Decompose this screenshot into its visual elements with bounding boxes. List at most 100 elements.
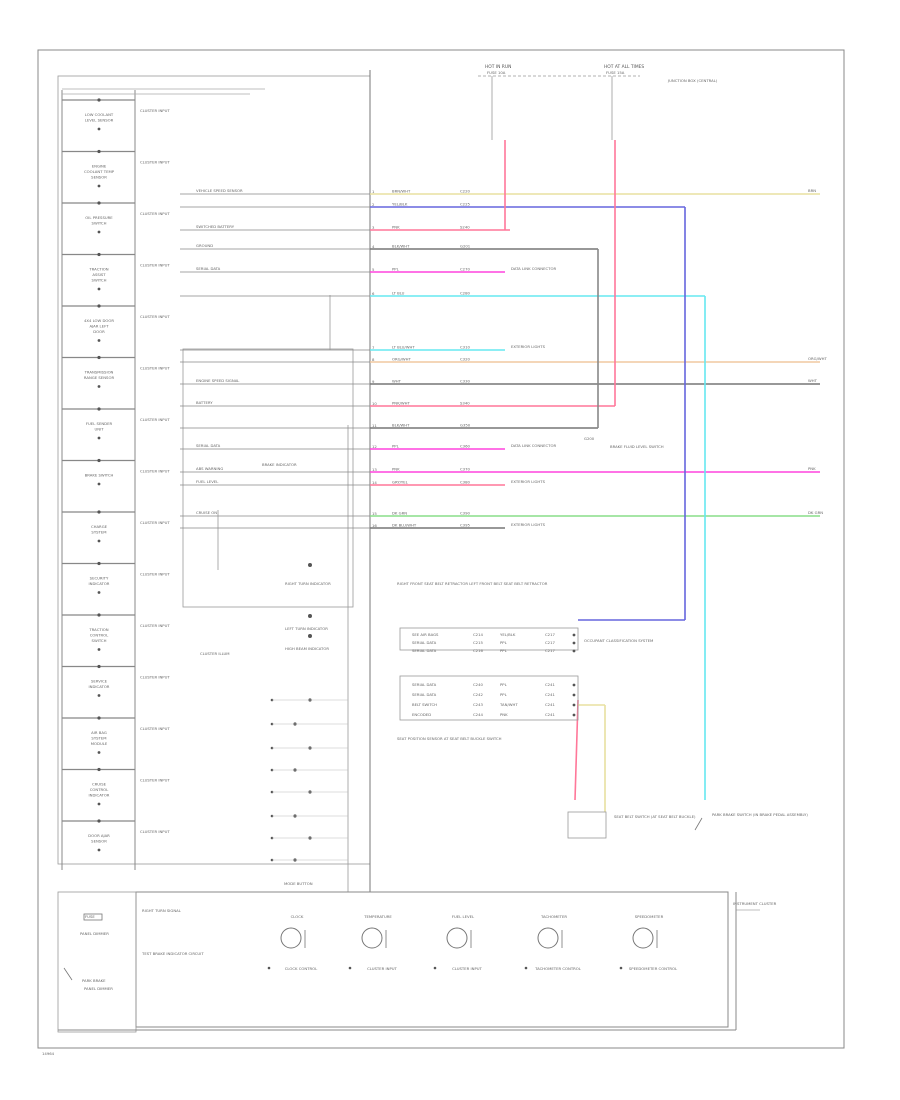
wire-color: PNK bbox=[392, 467, 400, 472]
pin-number: 8 bbox=[372, 357, 375, 362]
module-name: SWITCH bbox=[92, 638, 107, 643]
module-name: INDICATOR bbox=[89, 793, 110, 798]
gauge-dial-icon bbox=[632, 927, 654, 949]
right-turn-label: RIGHT TURN INDICATOR bbox=[285, 581, 331, 586]
gauge-dial-icon bbox=[537, 927, 559, 949]
module-name: INDICATOR bbox=[89, 684, 110, 689]
splice-dot bbox=[97, 458, 101, 463]
module-name: FUEL SENDER bbox=[86, 421, 113, 426]
bulb-grid bbox=[270, 698, 348, 862]
splice-dot bbox=[97, 819, 101, 823]
module-icon bbox=[97, 848, 101, 852]
wire-color: LT BLU/WHT bbox=[392, 345, 415, 350]
module-name: LOW COOLANT bbox=[85, 112, 114, 117]
wire-color: PNK/WHT bbox=[392, 401, 411, 406]
splice-dot bbox=[97, 767, 101, 772]
gauge-driver: CLUSTER INPUT bbox=[367, 966, 397, 971]
block-row-color: PPL bbox=[500, 648, 508, 653]
gauge-terminal bbox=[433, 966, 437, 970]
wire-color: ORG/WHT bbox=[392, 357, 411, 362]
gauge-name: SPEEDOMETER bbox=[635, 914, 664, 919]
park-brake-label: PARK BRAKE bbox=[82, 978, 106, 983]
pin-number: 12 bbox=[372, 444, 377, 449]
gauge-name: CLOCK bbox=[291, 914, 304, 919]
fuse-icon bbox=[83, 913, 103, 921]
splice-dot bbox=[97, 355, 101, 360]
row-left-label: SWITCHED BATTERY bbox=[196, 224, 235, 229]
module-name: AIR BAG bbox=[91, 730, 107, 735]
gauge-driver: SPEEDOMETER CONTROL bbox=[629, 966, 678, 971]
test-brake-label: TEST BRAKE INDICATOR CIRCUIT bbox=[141, 951, 204, 956]
bottom-left: FUSE PANEL DIMMER RIGHT TURN SIGNAL TEST… bbox=[57, 891, 777, 1033]
pin-number: 5 bbox=[372, 267, 375, 272]
module-circuit: CLUSTER INPUT bbox=[140, 520, 170, 525]
block-row-label: SERIAL DATA bbox=[412, 640, 437, 645]
circuit-number: C270 bbox=[460, 267, 470, 272]
inner-frame bbox=[182, 348, 354, 608]
mid-block-note: OCCUPANT CLASSIFICATION SYSTEM bbox=[584, 638, 653, 643]
block-row-circuit: C244 bbox=[473, 712, 483, 717]
pin-number: 7 bbox=[372, 345, 375, 350]
module-name: SWITCH bbox=[92, 221, 107, 226]
block-row-circuit: C240 bbox=[473, 682, 483, 687]
fuse-label: FUSE bbox=[85, 914, 95, 919]
wire-color: PPL bbox=[392, 444, 400, 449]
module-name: RANGE SENSOR bbox=[84, 375, 115, 380]
circuit-number: C395 bbox=[460, 523, 470, 528]
block-row-color: TAN/WHT bbox=[499, 702, 518, 707]
top-fuse-label-1: HOT IN RUN bbox=[485, 64, 511, 70]
row-right-label: DK GRN bbox=[808, 510, 823, 515]
module-name: ENGINE bbox=[92, 164, 107, 169]
module-name: CONTROL bbox=[90, 787, 109, 792]
module-icon bbox=[97, 751, 101, 754]
wire-color: PNK bbox=[392, 225, 400, 230]
module-name: SYSTEM bbox=[91, 530, 106, 535]
block-row-label: SEE AIR BAGS bbox=[412, 632, 439, 637]
module-name: UNIT bbox=[94, 427, 104, 432]
splice-dot bbox=[97, 407, 101, 411]
module-circuit: CLUSTER INPUT bbox=[140, 263, 170, 268]
gauge-dial-icon bbox=[361, 927, 383, 949]
cluster-illum-label: CLUSTER ILLUM bbox=[200, 651, 230, 656]
row-right-label: ORG/WHT bbox=[808, 356, 827, 361]
left-turn-indicator-icon bbox=[308, 614, 312, 618]
block-row-color: PPL bbox=[500, 640, 508, 645]
mode-button-label: MODE BUTTON bbox=[284, 881, 313, 886]
module-circuit: CLUSTER INPUT bbox=[140, 108, 170, 113]
block-row-label: BELT SWITCH bbox=[412, 702, 437, 707]
module-name: 4X4 LOW DOOR bbox=[84, 318, 114, 323]
inner-labels: BRAKE INDICATOR RIGHT TURN INDICATOR LEF… bbox=[200, 436, 664, 886]
module-name: OIL PRESSURE bbox=[85, 215, 113, 220]
block-row-circuit: C216 bbox=[473, 648, 483, 653]
terminal-icon bbox=[572, 633, 576, 637]
circuit-number: C220 bbox=[460, 189, 470, 194]
row-left-label: ENGINE SPEED SIGNAL bbox=[196, 378, 240, 383]
block-row-connector: C241 bbox=[545, 682, 555, 687]
pin-number: 6 bbox=[372, 291, 375, 296]
module-name: CHARGE bbox=[91, 524, 108, 529]
mid-block-header: RIGHT FRONT SEAT BELT RETRACTOR LEFT FRO… bbox=[397, 581, 548, 586]
splice-dot bbox=[97, 613, 101, 617]
block-row-circuit: C214 bbox=[473, 632, 483, 637]
module-icon bbox=[97, 482, 101, 486]
splice-dot bbox=[97, 201, 101, 205]
wires bbox=[180, 140, 820, 812]
outer-border bbox=[37, 49, 845, 1049]
module-icon bbox=[97, 539, 101, 543]
module-name: SERVICE bbox=[91, 679, 108, 684]
block-row-label: SERIAL DATA bbox=[412, 692, 437, 697]
wire-color: PPL bbox=[392, 267, 400, 272]
